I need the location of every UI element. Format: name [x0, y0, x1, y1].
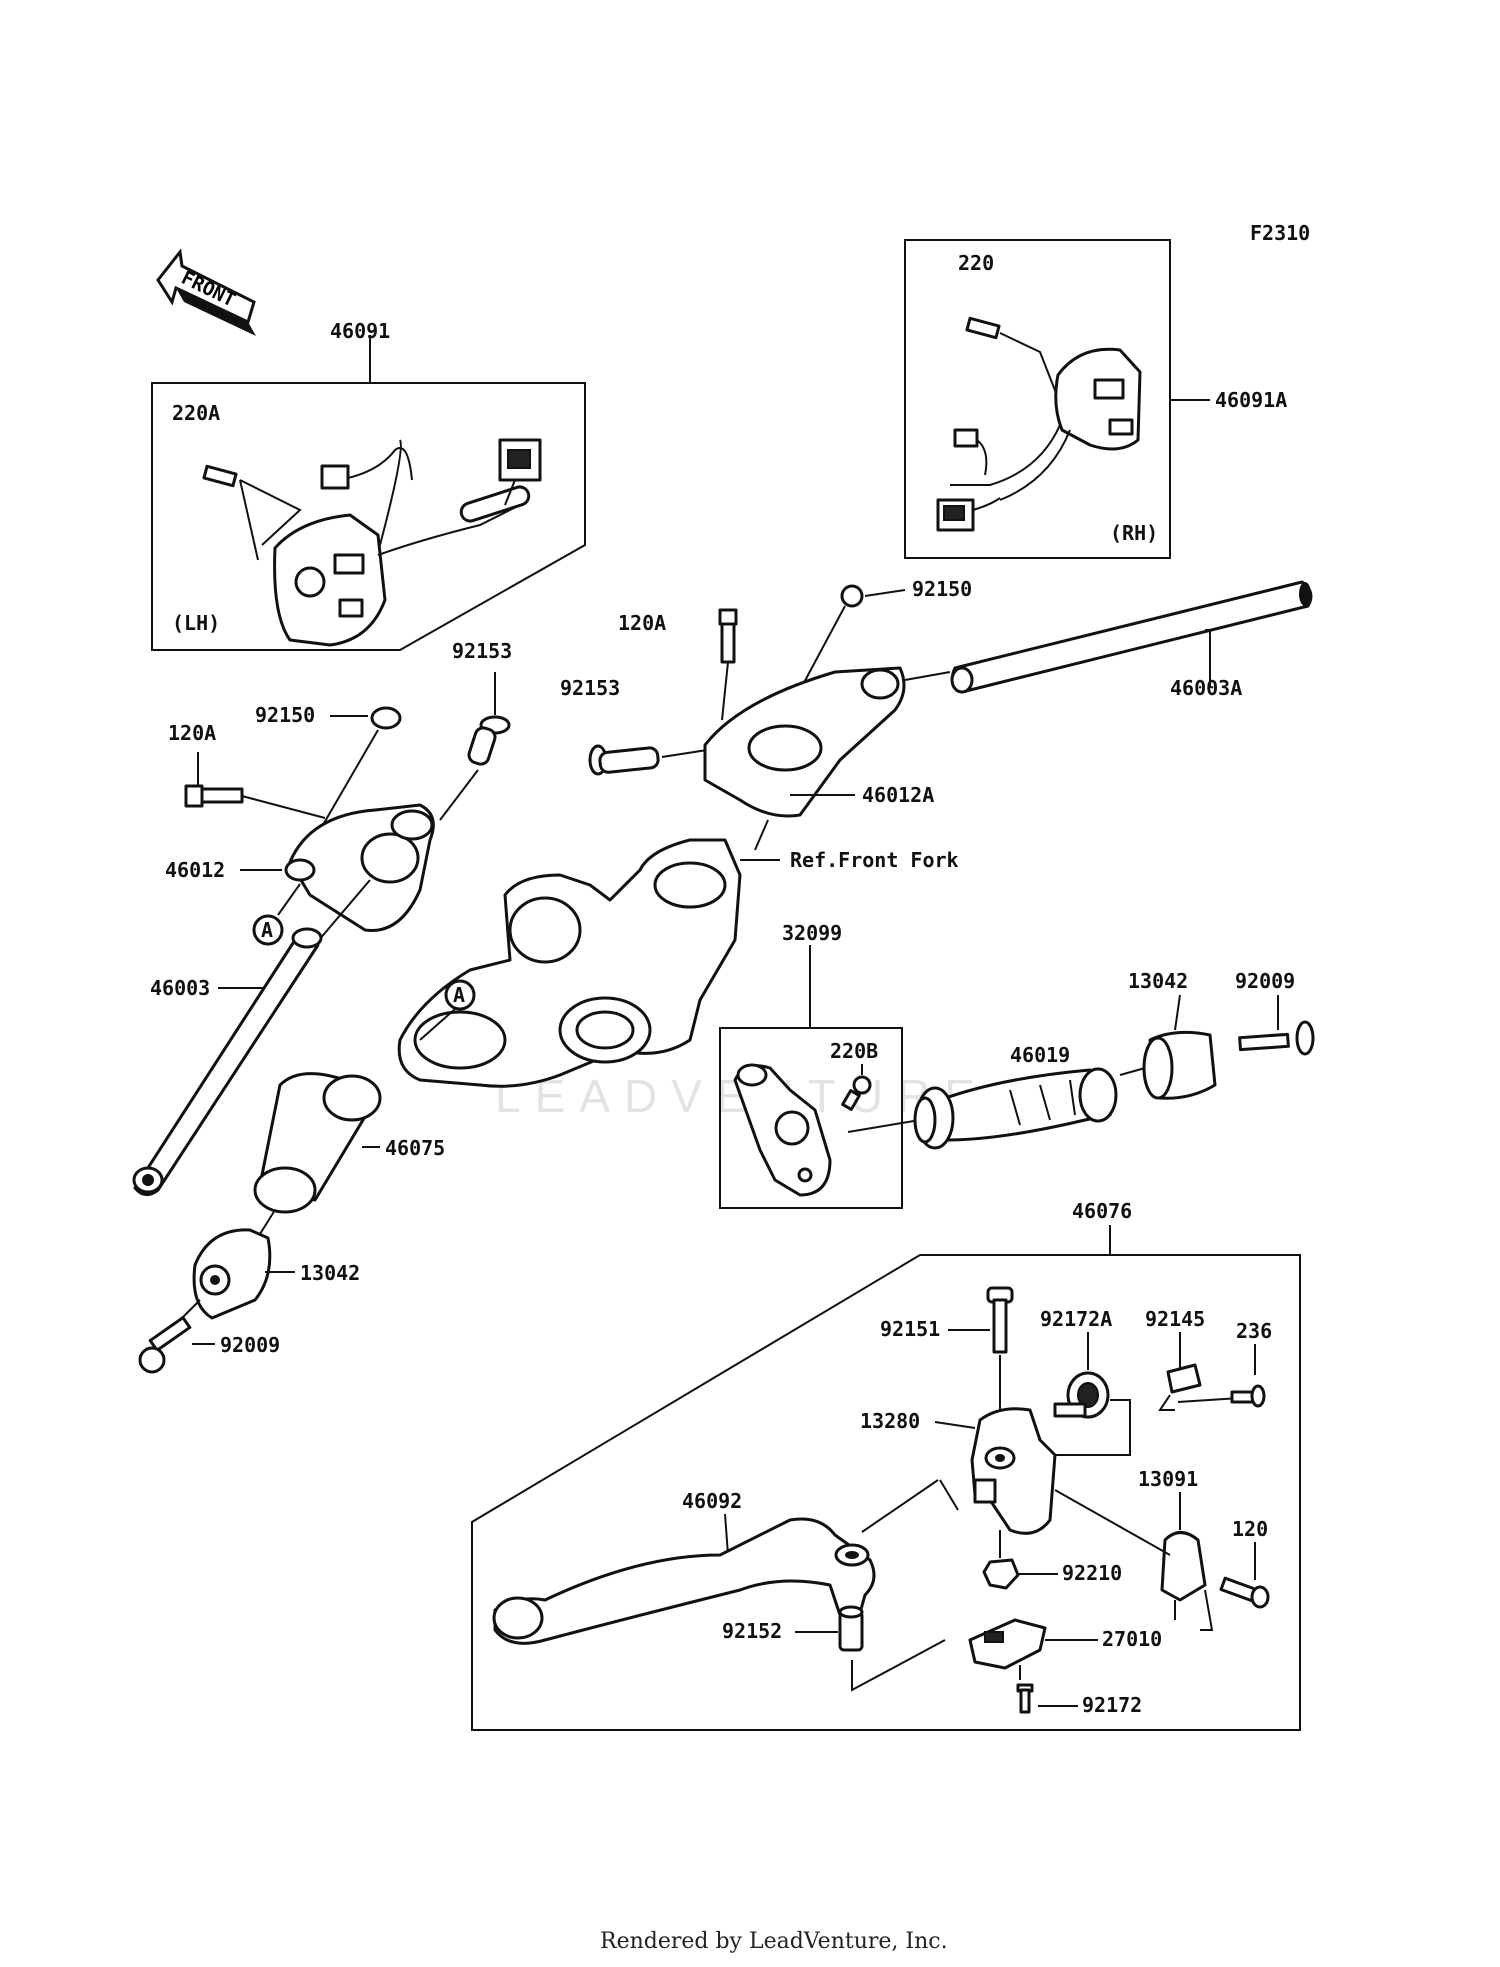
label-220a: 220A: [172, 401, 220, 425]
screw-92009-l: 92009: [138, 1316, 280, 1374]
label-236: 236: [1236, 1319, 1272, 1343]
lever-frame: [471, 1254, 1301, 1731]
label-92009-l: 92009: [220, 1333, 280, 1357]
label-120a-r: 120A: [618, 611, 666, 635]
handlebar-rh: 46003A: [904, 580, 1313, 700]
throttle-group: 32099 220B: [719, 921, 921, 1209]
label-120a-l: 120A: [168, 721, 216, 745]
screw-92150-l: [319, 706, 402, 831]
label-92151: 92151: [880, 1317, 940, 1341]
label-46003: 46003: [150, 976, 210, 1000]
switch-27010: [968, 1618, 1047, 1680]
svg-text:A: A: [453, 983, 465, 1007]
lever-46092: [492, 1479, 959, 1645]
label-220: 220: [958, 251, 994, 275]
label-92150-r: 92150: [912, 577, 972, 601]
clamp-13091: [1054, 1489, 1214, 1631]
label-rh: (RH): [1110, 521, 1158, 545]
bar-end-weight-lh: 13042: [179, 1228, 360, 1321]
grip-lh: 46075: [249, 1072, 445, 1251]
figure-code: F2310: [1250, 221, 1310, 245]
label-46092: 46092: [682, 1489, 742, 1513]
lh-switch-frame: [151, 382, 586, 651]
adjuster-92172a: [1045, 1371, 1131, 1456]
label-92172: 92172: [1082, 1693, 1142, 1717]
spring-92145: [1158, 1363, 1241, 1411]
label-13042-r: 13042: [1128, 969, 1188, 993]
bolt-120a-l: [184, 752, 326, 819]
clamp-rh: 120A 92150 92153 46012A: [560, 577, 972, 851]
label-220b: 220B: [830, 1039, 878, 1063]
rh-switch-housing: [936, 347, 1142, 532]
label-92150-l: 92150: [255, 703, 315, 727]
screw-236: [1230, 1384, 1266, 1408]
ref-marker-a-right: A: [419, 979, 476, 1041]
bolt-92153-l: [439, 672, 511, 821]
screw-92150-r: [799, 584, 906, 691]
label-46019: 46019: [1010, 1043, 1070, 1067]
screw-92172: [1016, 1683, 1034, 1714]
svg-text:A: A: [261, 918, 273, 942]
label-46012: 46012: [165, 858, 225, 882]
lh-switch-housing: [273, 438, 542, 647]
label-32099: 32099: [782, 921, 842, 945]
bolt-120a-r: [718, 608, 738, 721]
label-92172a: 92172A: [1040, 1307, 1112, 1331]
rh-switch-group: 220 (RH) 46091A: [904, 239, 1287, 559]
bolt-92153-r: [588, 744, 721, 776]
label-46091: 46091: [330, 319, 390, 343]
collar-92152: [838, 1605, 946, 1692]
label-92153-r: 92153: [560, 676, 620, 700]
label-46003a: 46003A: [1170, 676, 1242, 700]
label-92152: 92152: [722, 1619, 782, 1643]
label-46091a: 46091A: [1215, 388, 1287, 412]
label-lh: (LH): [172, 611, 220, 635]
bar-end-weight-rh: 13042: [1128, 969, 1217, 1100]
upper-bracket: Ref.Front Fork A: [397, 838, 959, 1088]
screw-92009-r: 92009: [1235, 969, 1315, 1056]
label-92153-l: 92153: [452, 639, 512, 663]
screw-220: [965, 316, 1059, 399]
handlebar-lh: 46003: [132, 927, 323, 1196]
holder-13280: [970, 1407, 1057, 1535]
label-92009-r: 92009: [1235, 969, 1295, 993]
bolt-120: [1219, 1576, 1270, 1609]
lever-assembly: 46076 92151 92172A 92145 236: [471, 1199, 1301, 1731]
label-92145: 92145: [1145, 1307, 1205, 1331]
label-120: 120: [1232, 1517, 1268, 1541]
grip-rh: 46019: [913, 1043, 1146, 1150]
label-13280: 13280: [860, 1409, 920, 1433]
label-46076: 46076: [1072, 1199, 1132, 1223]
screw-220b: [841, 1075, 872, 1111]
label-92210: 92210: [1062, 1561, 1122, 1585]
label-13091: 13091: [1138, 1467, 1198, 1491]
throttle-frame: [719, 1027, 903, 1209]
screw-220a: [202, 464, 302, 561]
label-46012a: 46012A: [862, 783, 934, 807]
throttle-housing: [733, 1063, 832, 1197]
front-arrow-icon: FRONT: [156, 248, 256, 336]
label-46075: 46075: [385, 1136, 445, 1160]
lh-switch-group: 220A 46091 (LH): [151, 319, 586, 651]
clamp-lh: 92153 92150 120A 46012 A: [165, 639, 512, 981]
label-13042-l: 13042: [300, 1261, 360, 1285]
footer-credit: Rendered by LeadVenture, Inc.: [600, 1929, 948, 1954]
label-27010: 27010: [1102, 1627, 1162, 1651]
nut-92210: [982, 1530, 1020, 1590]
label-ref-front-fork: Ref.Front Fork: [790, 848, 959, 872]
ref-marker-a-left: A: [252, 914, 284, 946]
